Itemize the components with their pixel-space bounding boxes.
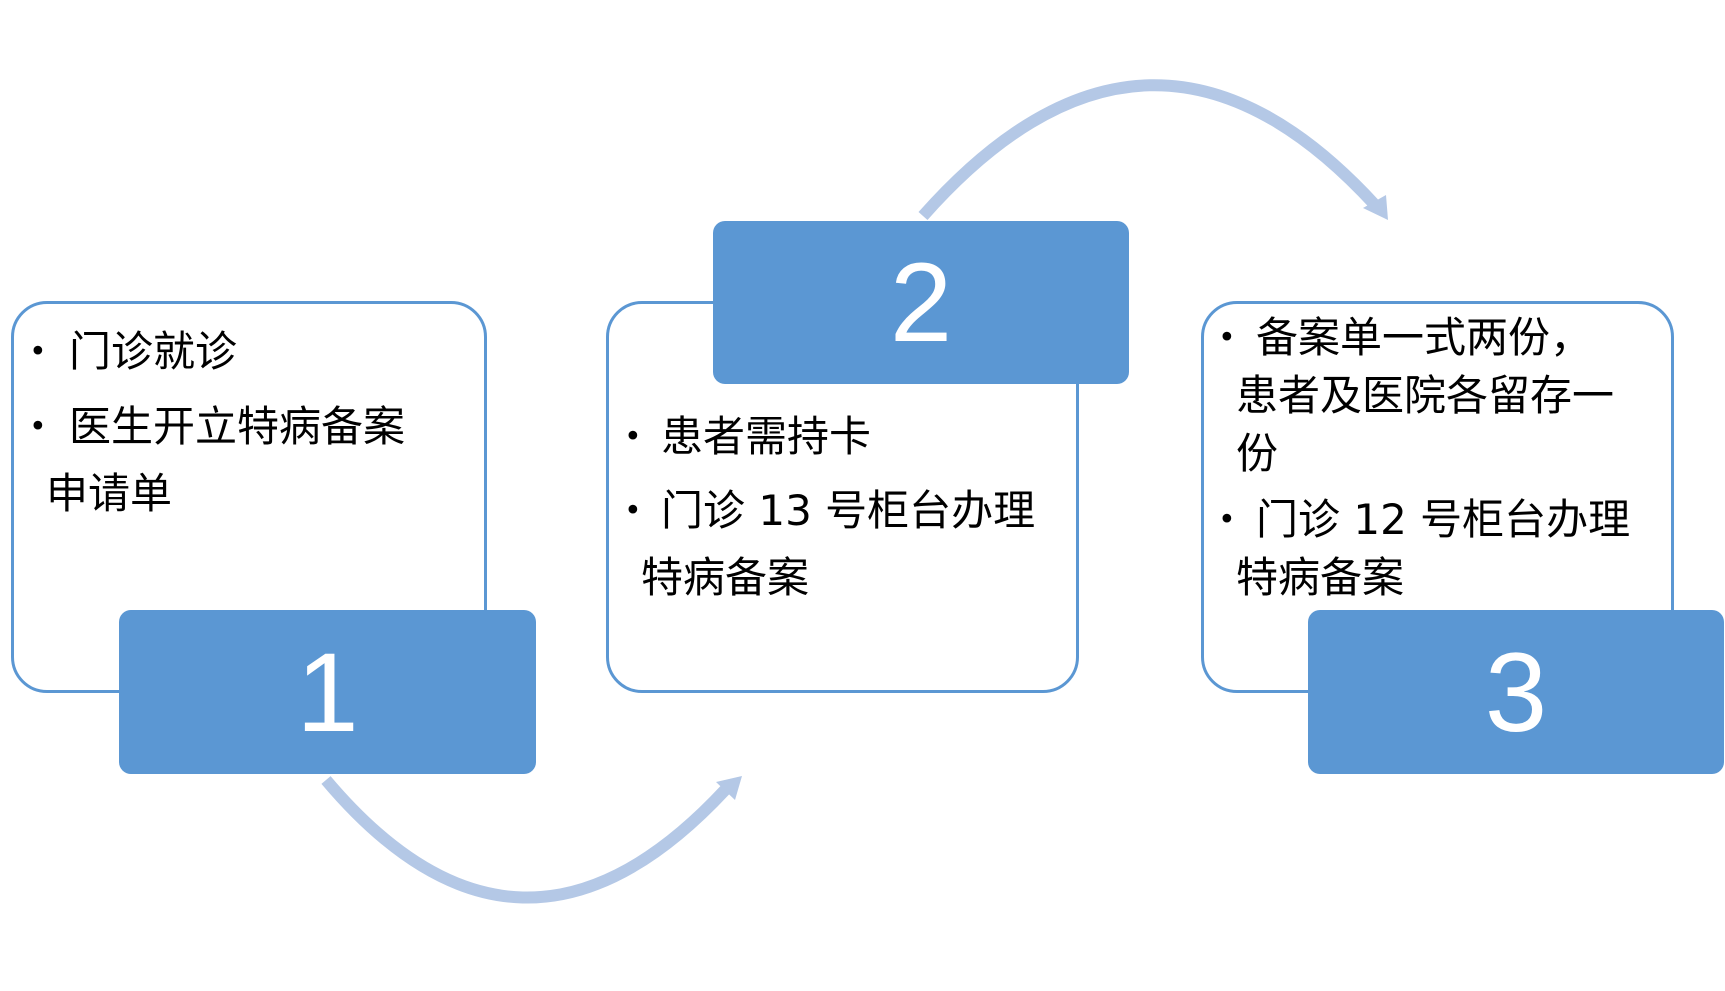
step-3-text: 门诊 12 号柜台办理 (1256, 495, 1631, 544)
step-1-number: 1 (119, 610, 536, 774)
bullet-icon: • (624, 493, 642, 529)
step-2-number: 2 (713, 221, 1129, 384)
step-2-text: 患者需持卡 (661, 412, 872, 461)
arrowhead-1-to-2 (716, 776, 742, 800)
step-3-text: 患者及医院各留存一 (1236, 371, 1615, 420)
bullet-icon: • (29, 334, 47, 370)
step-1-text: 申请单 (46, 469, 173, 518)
arrow-1-to-2 (321, 776, 730, 904)
step-3-text: 份 (1236, 429, 1279, 478)
step-3-number: 3 (1308, 610, 1724, 774)
bullet-icon: • (624, 419, 642, 455)
arrowhead-2-to-3 (1363, 195, 1388, 220)
arrow-2-to-3 (918, 79, 1380, 220)
bullet-icon: • (1218, 502, 1236, 538)
step-1-text: 门诊就诊 (69, 327, 238, 376)
step-2-text: 特病备案 (641, 553, 810, 602)
step-2-text: 门诊 13 号柜台办理 (661, 486, 1036, 535)
bullet-icon: • (1218, 320, 1236, 356)
step-3-text: 备案单一式两份， (1256, 313, 1593, 362)
step-3-text: 特病备案 (1236, 553, 1405, 602)
bullet-icon: • (29, 409, 47, 445)
step-1-text: 医生开立特病备案 (69, 402, 406, 451)
